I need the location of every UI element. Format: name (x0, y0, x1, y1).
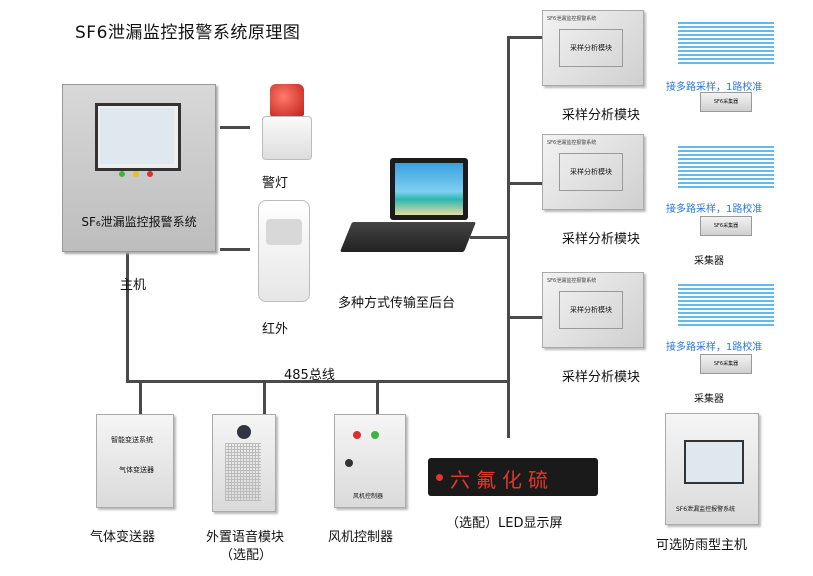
rainproof-host-label: 可选防雨型主机 (656, 538, 748, 553)
speaker-logo-icon (237, 425, 251, 439)
led-power-dot (436, 474, 443, 481)
diagram-title: SF6泄漏监控报警系统原理图 (75, 23, 301, 43)
sampling-lines-1 (678, 20, 774, 64)
collector-3-label: 采集器 (694, 394, 724, 405)
fan-controller-label: 风机控制器 (328, 530, 394, 545)
link-module-2 (507, 182, 543, 185)
speaker-grill (225, 443, 261, 501)
laptop-keyboard (339, 222, 477, 252)
sampling-note-3: 接多路采样，1路校准 (666, 342, 763, 353)
drop-gas (139, 380, 142, 414)
host-panel-text: SF₆泄漏监控报警系统 (81, 215, 197, 229)
fan-switch-icon (345, 459, 353, 467)
sampling-note-1: 接多路采样，1路校准 (666, 82, 763, 93)
sampling-module-3-label: 采样分析模块 (562, 370, 641, 385)
link-infrared (220, 248, 250, 251)
sampling-module-1: SF6泄漏监控报警系统 采样分析模块 (542, 10, 644, 86)
sampling-note-2: 接多路采样，1路校准 (666, 204, 763, 215)
sampling-lines-3 (678, 282, 774, 326)
fan-indicator-red (353, 431, 361, 439)
host-indicator-red (147, 171, 153, 177)
led-display: 六氟化硫 (428, 458, 598, 496)
host-indicator-yellow (133, 171, 139, 177)
bus-horizontal (126, 380, 510, 383)
led-display-label: （选配）LED显示屏 (446, 516, 563, 531)
infrared-sensor-icon (258, 200, 310, 302)
collector-2-label: 采集器 (694, 256, 724, 267)
rainproof-host: SF6泄漏监控报警系统 (665, 413, 759, 525)
sampling-module-2: SF6泄漏监控报警系统 采样分析模块 (542, 134, 644, 210)
link-module-1 (507, 36, 543, 39)
collector-3: SF6采集器 (700, 354, 752, 374)
alarm-light-base (262, 116, 312, 160)
sampling-module-2-label: 采样分析模块 (562, 232, 641, 247)
collector-2: SF6采集器 (700, 216, 752, 236)
fan-controller: 风机控制器 (334, 414, 406, 508)
laptop-label: 多种方式传输至后台 (338, 296, 456, 311)
rainproof-host-screen (684, 440, 744, 484)
gas-transmitter-label: 气体变送器 (90, 530, 156, 545)
voice-module (212, 414, 276, 512)
gas-transmitter: 智能变送系统 气体变送器 (96, 414, 174, 508)
voice-module-optional: （选配） (220, 548, 273, 563)
sampling-module-1-label: 采样分析模块 (562, 108, 641, 123)
link-laptop (470, 236, 510, 239)
bus-vertical-left (126, 250, 129, 382)
fan-indicator-green (371, 431, 379, 439)
host-screen (95, 103, 181, 171)
led-display-text: 六氟化硫 (450, 468, 554, 492)
collector-1: SF6采集器 (700, 92, 752, 112)
voice-module-label: 外置语音模块 (206, 530, 285, 545)
host-indicator-green (119, 171, 125, 177)
bus-label: 485总线 (284, 368, 335, 383)
alarm-light-label: 警灯 (262, 176, 289, 191)
host-label: 主机 (120, 278, 147, 293)
link-alarm (220, 126, 250, 129)
laptop-icon (390, 158, 468, 220)
alarm-light-icon (270, 84, 304, 116)
drop-fan (376, 380, 379, 414)
sampling-module-3: SF6泄漏监控报警系统 采样分析模块 (542, 272, 644, 348)
sampling-lines-2 (678, 144, 774, 188)
drop-voice (263, 380, 266, 414)
infrared-label: 红外 (262, 322, 289, 337)
link-module-3 (507, 316, 543, 319)
main-host: SF₆泄漏监控报警系统 (62, 84, 216, 252)
